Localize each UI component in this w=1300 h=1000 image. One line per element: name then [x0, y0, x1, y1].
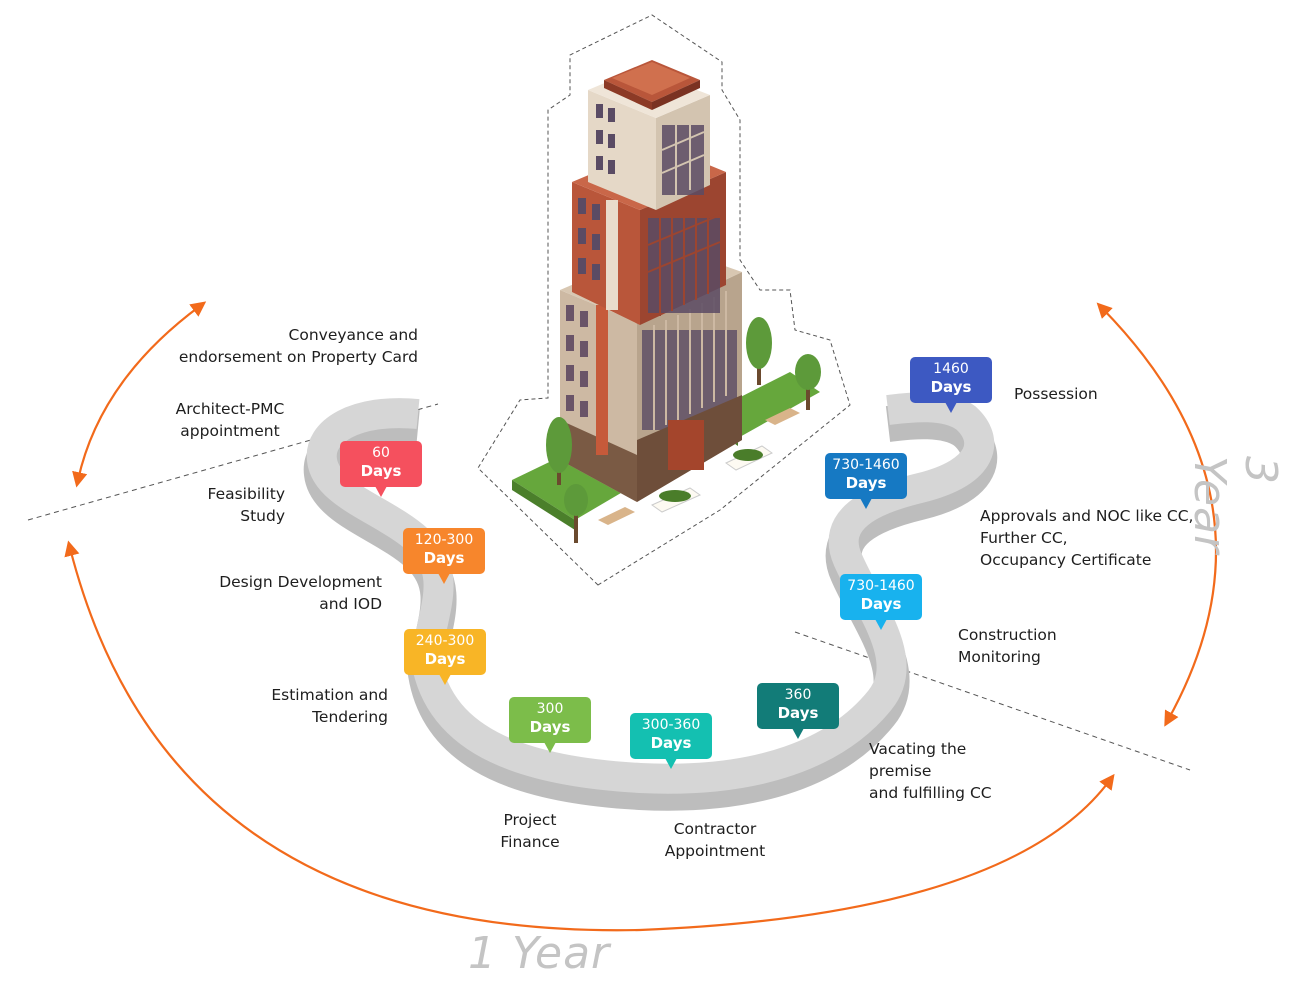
badge-estimation-bottom: Days: [424, 650, 466, 668]
label-design: Design Development and IOD: [219, 573, 382, 613]
badge-design-top: 120-300: [414, 532, 474, 548]
label-feasibility: Feasibility Study: [207, 485, 286, 525]
badge-contractor-bottom: Days: [650, 734, 692, 752]
badge-vacating: 360 Days: [757, 683, 839, 739]
label-architect: Architect-PMC appointment: [175, 400, 285, 440]
badge-estimation: 240-300 Days: [404, 629, 486, 685]
label-monitoring: Construction Monitoring: [958, 626, 1057, 666]
badge-approvals: 730-1460 Days: [825, 453, 907, 509]
building-illustration: [512, 60, 821, 543]
road: [306, 392, 995, 794]
badge-possession: 1460 Days: [910, 357, 992, 413]
label-conveyance: Conveyance and endorsement on Property C…: [178, 326, 418, 366]
badge-estimation-top: 240-300: [415, 633, 475, 649]
label-estimation: Estimation and Tendering: [271, 686, 388, 726]
left-short-arc: [72, 301, 207, 488]
badge-contractor-top: 300-360: [641, 717, 701, 733]
label-possession: Possession: [1014, 385, 1098, 403]
badge-vacating-top: 360: [784, 687, 812, 703]
badge-monitoring-top: 730-1460: [847, 578, 915, 594]
label-finance: Project Finance: [500, 811, 560, 851]
label-contractor: Contractor Appointment: [664, 820, 766, 860]
building-outline: [477, 14, 851, 586]
badge-approvals-top: 730-1460: [832, 457, 900, 473]
badge-feasibility-bottom: Days: [360, 462, 402, 480]
badge-approvals-bottom: Days: [845, 474, 887, 492]
label-approvals: Approvals and NOC like CC, Further CC, O…: [980, 507, 1194, 569]
badge-feasibility: 60 Days: [340, 441, 422, 497]
badge-contractor: 300-360 Days: [630, 713, 712, 769]
badge-finance-top: 300: [536, 701, 564, 717]
badge-design: 120-300 Days: [403, 528, 485, 584]
badge-vacating-bottom: Days: [777, 704, 819, 722]
three-year-arc: [1096, 302, 1218, 727]
badge-finance-bottom: Days: [529, 718, 571, 736]
badge-finance: 300 Days: [509, 697, 591, 753]
badge-design-bottom: Days: [423, 549, 465, 567]
label-vacating: Vacating the premise and fulfilling CC: [869, 740, 992, 802]
one-year-label: 1 Year: [468, 928, 611, 979]
badge-monitoring: 730-1460 Days: [840, 574, 922, 630]
one-year-arc: [64, 540, 1115, 932]
badge-possession-bottom: Days: [930, 378, 972, 396]
three-year-label: 3 Year: [1184, 456, 1286, 555]
badge-possession-top: 1460: [933, 361, 969, 377]
badge-monitoring-bottom: Days: [860, 595, 902, 613]
badge-feasibility-top: 60: [372, 445, 390, 461]
